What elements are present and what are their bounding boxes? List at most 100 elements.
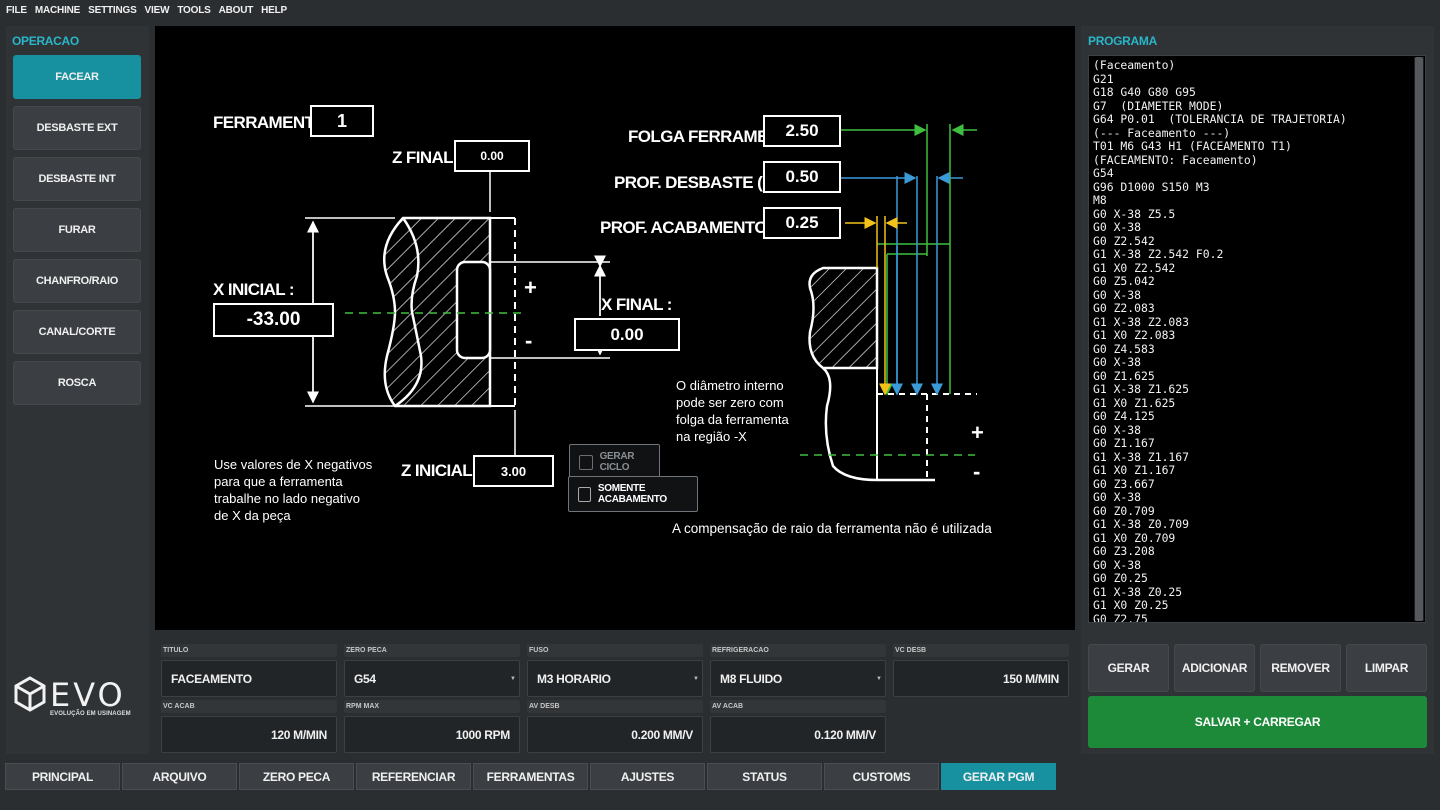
prof-desbaste-label: PROF. DESBASTE (DOC) bbox=[614, 173, 804, 192]
av-acab-input[interactable]: 0.120 MM/V bbox=[710, 716, 886, 753]
x-final-input[interactable]: 0.00 bbox=[574, 318, 680, 351]
op-desbaste-int-button[interactable]: DESBASTE INT bbox=[13, 157, 141, 201]
adicionar-button[interactable]: ADICIONAR bbox=[1174, 644, 1255, 692]
note-internal-diameter: O diâmetro interno pode ser zero com fol… bbox=[676, 378, 789, 444]
tab-referenciar[interactable]: REFERENCIAR bbox=[356, 763, 471, 790]
menu-file[interactable]: FILE bbox=[6, 4, 27, 16]
prof-acabamento-input[interactable]: 0.25 bbox=[763, 207, 841, 239]
op-facear-button[interactable]: FACEAR bbox=[13, 55, 141, 99]
gerar-button[interactable]: GERAR bbox=[1088, 644, 1169, 692]
refrigeracao-label: REFRIGERACAO bbox=[712, 647, 769, 654]
operation-panel: OPERACAO FACEAR DESBASTE EXT DESBASTE IN… bbox=[6, 26, 149, 754]
operation-title: OPERACAO bbox=[12, 34, 79, 48]
logo-tagline: EVOLUÇÃO EM USINAGEM bbox=[50, 711, 131, 717]
ferramenta-input[interactable]: 1 bbox=[310, 105, 374, 137]
z-final-input[interactable]: 0.00 bbox=[454, 140, 530, 172]
x-inicial-input[interactable]: -33.00 bbox=[213, 303, 334, 337]
logo-brand: EVO bbox=[50, 676, 126, 714]
x-inicial-label: X INICIAL : bbox=[213, 280, 295, 299]
right-part-drawing bbox=[800, 124, 977, 482]
vc-acab-label: VC ACAB bbox=[163, 703, 195, 710]
fuso-label: FUSO bbox=[529, 647, 549, 654]
tab-customs[interactable]: CUSTOMS bbox=[824, 763, 939, 790]
op-canal-corte-button[interactable]: CANAL/CORTE bbox=[13, 310, 141, 354]
somente-acabamento-checkbox[interactable]: SOMENTE ACABAMENTO bbox=[568, 476, 698, 512]
menu-view[interactable]: VIEW bbox=[144, 4, 170, 16]
parameters-panel: TITULO FACEAMENTO ZERO PECA G54 ▼ FUSO M… bbox=[155, 636, 1075, 754]
program-scrollbar[interactable] bbox=[1414, 57, 1424, 621]
folga-ferramenta-label: FOLGA FERRAMENTA bbox=[628, 127, 800, 146]
z-final-label: Z FINAL : bbox=[392, 148, 462, 167]
menu-machine[interactable]: MACHINE bbox=[34, 4, 81, 16]
tab-ferramentas[interactable]: FERRAMENTAS bbox=[473, 763, 588, 790]
left-part-drawing bbox=[305, 172, 610, 456]
evo-cube-icon bbox=[14, 676, 46, 712]
tab-gerar-pgm[interactable]: GERAR PGM bbox=[941, 763, 1056, 790]
vc-desb-input[interactable]: 150 M/MIN bbox=[893, 660, 1069, 697]
z-inicial-input[interactable]: 3.00 bbox=[473, 455, 554, 487]
titulo-label: TITULO bbox=[163, 647, 189, 654]
menu-about[interactable]: ABOUT bbox=[218, 4, 254, 16]
fuso-field-header bbox=[527, 644, 703, 657]
x-final-label: X FINAL : bbox=[601, 295, 672, 314]
tab-status[interactable]: STATUS bbox=[707, 763, 822, 790]
gerar-ciclo-checkbox-box[interactable] bbox=[579, 454, 593, 470]
program-text[interactable]: (Faceamento) G21 G18 G40 G80 G95 G7 (DIA… bbox=[1093, 58, 1347, 623]
menu-bar: FILE MACHINE SETTINGS VIEW TOOLS ABOUT H… bbox=[0, 0, 1440, 20]
rpm-max-field-header bbox=[344, 700, 520, 713]
left-plus-sign: + bbox=[524, 275, 537, 300]
gerar-ciclo-checkbox[interactable]: GERAR CICLO bbox=[569, 444, 660, 480]
program-panel: PROGRAMA (Faceamento) G21 G18 G40 G80 G9… bbox=[1081, 26, 1434, 754]
note-negative-x: Use valores de X negativos para que a fe… bbox=[214, 457, 373, 523]
av-desb-input[interactable]: 0.200 MM/V bbox=[527, 716, 703, 753]
left-minus-sign: - bbox=[525, 328, 532, 353]
titulo-field-header bbox=[161, 644, 337, 657]
menu-help[interactable]: HELP bbox=[261, 4, 288, 16]
note-radius-compensation: A compensação de raio da ferramenta não … bbox=[672, 521, 992, 536]
somente-acabamento-checkbox-box[interactable] bbox=[578, 486, 591, 502]
lathe-diagram-svg bbox=[305, 124, 977, 482]
vc-desb-label: VC DESB bbox=[895, 647, 927, 654]
titulo-input[interactable]: FACEAMENTO bbox=[161, 660, 337, 697]
tab-arquivo[interactable]: ARQUIVO bbox=[122, 763, 237, 790]
refrigeracao-chevron-down-icon[interactable]: ▼ bbox=[876, 676, 882, 682]
salvar-carregar-button[interactable]: SALVAR + CARREGAR bbox=[1088, 696, 1427, 748]
vc-acab-input[interactable]: 120 M/MIN bbox=[161, 716, 337, 753]
fuso-chevron-down-icon[interactable]: ▼ bbox=[693, 676, 699, 682]
menu-settings[interactable]: SETTINGS bbox=[88, 4, 137, 16]
zero-peca-chevron-down-icon[interactable]: ▼ bbox=[510, 676, 516, 682]
op-desbaste-ext-button[interactable]: DESBASTE EXT bbox=[13, 106, 141, 150]
program-editor[interactable]: (Faceamento) G21 G18 G40 G80 G95 G7 (DIA… bbox=[1088, 55, 1426, 623]
rpm-max-label: RPM MAX bbox=[346, 703, 380, 710]
refrigeracao-select[interactable]: M8 FLUIDO bbox=[710, 660, 886, 697]
somente-acabamento-label: SOMENTE ACABAMENTO bbox=[597, 483, 667, 505]
vc-desb-field-header bbox=[893, 644, 1069, 657]
rpm-max-input[interactable]: 1000 RPM bbox=[344, 716, 520, 753]
tab-ajustes[interactable]: AJUSTES bbox=[590, 763, 705, 790]
zero-peca-select[interactable]: G54 bbox=[344, 660, 520, 697]
zero-peca-field-header bbox=[344, 644, 520, 657]
prof-desbaste-input[interactable]: 0.50 bbox=[763, 161, 841, 193]
menu-tools[interactable]: TOOLS bbox=[177, 4, 211, 16]
av-desb-label: AV DESB bbox=[529, 703, 560, 710]
zero-peca-label: ZERO PECA bbox=[346, 647, 387, 654]
op-chanfro-raio-button[interactable]: CHANFRO/RAIO bbox=[13, 259, 141, 303]
diagram-canvas: FERRAMENTA : 1 Z FINAL : 0.00 X INICIAL … bbox=[155, 26, 1075, 630]
limpar-button[interactable]: LIMPAR bbox=[1346, 644, 1427, 692]
folga-ferramenta-input[interactable]: 2.50 bbox=[763, 115, 841, 147]
right-minus-sign: - bbox=[973, 459, 980, 484]
refrigeracao-field-header bbox=[710, 644, 886, 657]
av-acab-field-header bbox=[710, 700, 886, 713]
right-plus-sign: + bbox=[971, 420, 984, 445]
program-scrollbar-thumb[interactable] bbox=[1415, 57, 1423, 621]
op-furar-button[interactable]: FURAR bbox=[13, 208, 141, 252]
tab-zero-peca[interactable]: ZERO PECA bbox=[239, 763, 354, 790]
av-acab-label: AV ACAB bbox=[712, 703, 744, 710]
tab-principal[interactable]: PRINCIPAL bbox=[5, 763, 120, 790]
vc-acab-field-header bbox=[161, 700, 337, 713]
gerar-ciclo-label: GERAR CICLO bbox=[599, 451, 635, 473]
program-title: PROGRAMA bbox=[1088, 34, 1157, 48]
op-rosca-button[interactable]: ROSCA bbox=[13, 361, 141, 405]
fuso-select[interactable]: M3 HORARIO bbox=[527, 660, 703, 697]
remover-button[interactable]: REMOVER bbox=[1260, 644, 1341, 692]
